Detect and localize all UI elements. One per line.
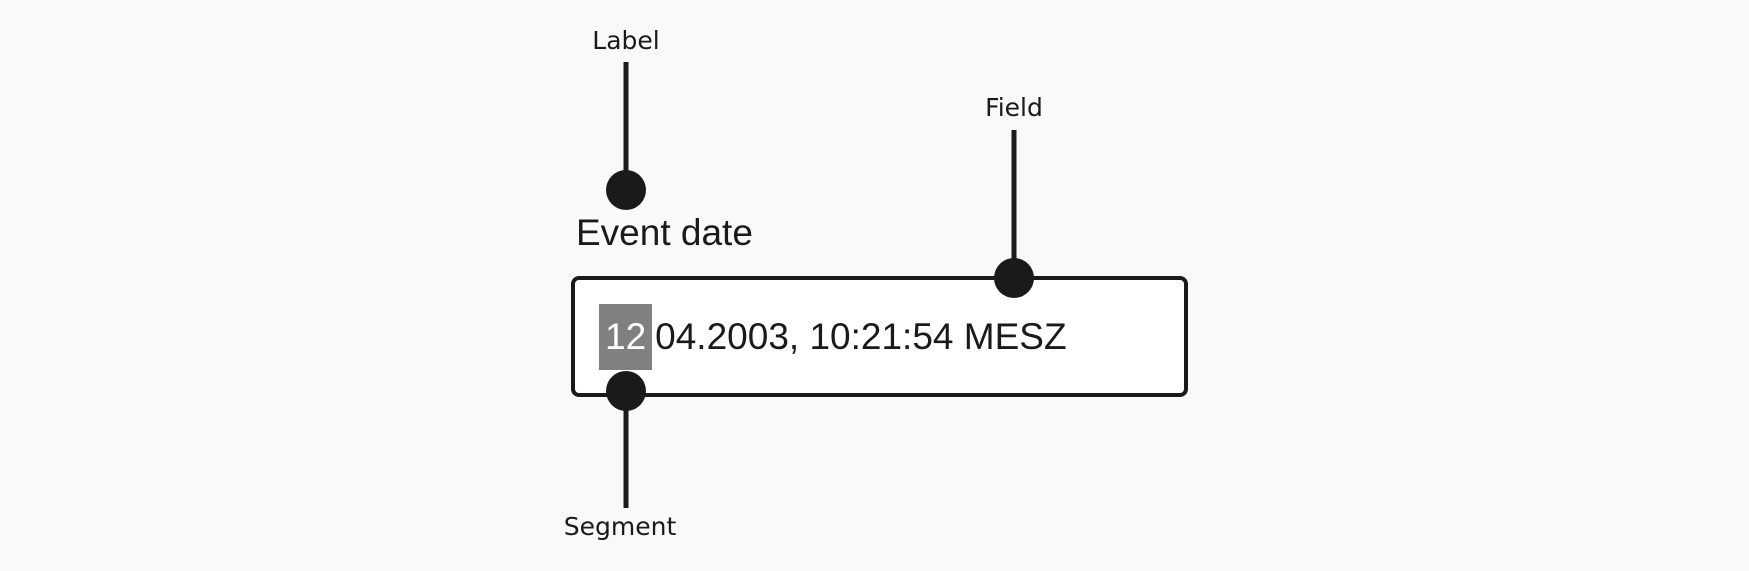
callout-label-marker [606,170,646,210]
callout-label-line [623,62,629,190]
remaining-segments[interactable]: 04.2003, 10:21:54 MESZ [655,316,1067,357]
callout-segment-marker [606,371,646,411]
callout-segment-text: Segment [563,512,677,541]
callout-field-marker [994,258,1034,298]
callout-field-text: Field [985,93,1043,122]
callout-field-line [1011,130,1017,278]
callout-label-text: Label [592,26,660,55]
callout-segment-line [623,392,629,508]
day-segment[interactable]: 12 [599,304,653,370]
event-date-label: Event date [576,212,753,253]
